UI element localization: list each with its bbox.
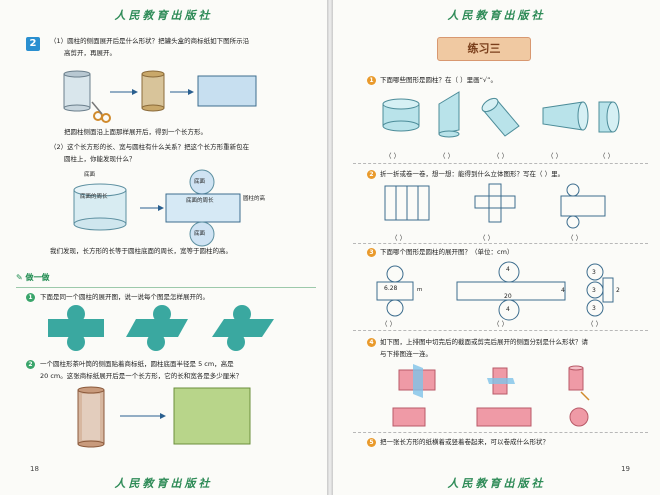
do-it-banner: ✎ 做一做 [16, 271, 66, 285]
right-page: 人民教育出版社 练习三 1 下面哪些图形是圆柱？在（ ）里画“√”。 [333, 0, 660, 495]
q2-part2-line1: （2）这个长方形的长、宽与圆柱有什么关系？把这个长方形重新包在 [50, 143, 250, 151]
separator-1 [353, 163, 648, 164]
do-it-divider [16, 287, 316, 288]
ex-4-matching [392, 364, 590, 427]
question-2-badge: 2 [26, 37, 40, 51]
ex-3-c-mid: 3 [592, 287, 596, 294]
net-parallelogram-cut [212, 305, 274, 351]
ex-3-a-value: 6.28 [384, 285, 398, 292]
label-net-top-circle: 底面 [194, 179, 206, 185]
option-a-net [376, 265, 414, 317]
disc-cylinder [598, 101, 620, 133]
ex-3-answer-3[interactable]: （ ） [587, 320, 603, 328]
separator-4 [353, 432, 648, 433]
q2-part1-line1: （1）圆柱的侧面展开后是什么形状？把罐头盒的商标纸如下图所示沿 [50, 37, 250, 45]
ex-3-nets [376, 261, 614, 321]
do-1-number: 1 [26, 293, 35, 302]
ex-2-number: 2 [367, 170, 376, 179]
ex-2-answer-2[interactable]: （ ） [479, 234, 495, 242]
ex-1-answer-4[interactable]: （ ） [547, 152, 563, 160]
separator-3 [353, 330, 648, 331]
frustum-shape [542, 101, 589, 131]
publisher-footer-left: 人民教育出版社 [114, 477, 213, 490]
ex-3-number: 3 [367, 248, 376, 257]
ex-3-a-side: m [417, 287, 423, 293]
cylinder-cut-vertical [398, 364, 436, 398]
ex-3-answer-2[interactable]: （ ） [493, 320, 509, 328]
q2-part1-result: 把圆柱侧面沿上面那样展开后，得到一个长方形。 [64, 128, 207, 136]
q2-part1-line2: 高剪开，再展开。 [64, 49, 116, 57]
ex-3-b-side: 4 [561, 287, 565, 294]
label-net-height: 圆柱的高 [243, 196, 266, 202]
cylinder-with-scissors [568, 365, 590, 401]
ex-1-answer-1[interactable]: （ ） [385, 152, 401, 160]
can-unrolling-diagram [63, 70, 257, 123]
ex-3-c-top: 3 [592, 269, 596, 276]
do-2-number: 2 [26, 360, 35, 369]
slanted-cut-cylinder [438, 91, 460, 138]
separator-2 [353, 243, 648, 244]
ex-1-answer-5[interactable]: （ ） [599, 152, 615, 160]
cylinder-cut-horizontal [487, 367, 515, 395]
publisher-header: 人民教育出版社 [114, 9, 213, 22]
ex-3-c-bottom: 3 [592, 305, 596, 312]
net-vertical-cut [48, 305, 104, 351]
net-cylinder [560, 183, 606, 229]
label-net-rect-length: 底面的周长 [186, 198, 214, 204]
scissors-icon [91, 101, 111, 123]
cylinder-net-diagram [73, 169, 241, 247]
tea-can-diagram [77, 386, 251, 448]
ex-2-answer-3[interactable]: （ ） [567, 234, 583, 242]
ex-1-number: 1 [367, 76, 376, 85]
q2-part2-line2: 圆柱上，你能发现什么？ [64, 155, 136, 163]
ex-3-b-top: 4 [506, 266, 510, 273]
do-2-line2: 20 cm。这张商标纸展开后是一个长方形，它的长和宽各是多少厘米？ [40, 372, 243, 380]
net-slanted-cut [126, 305, 188, 351]
label-net-bottom-circle: 底面 [194, 231, 206, 237]
publisher-header-right: 人民教育出版社 [447, 9, 546, 22]
label-base-perimeter: 底面的周长 [80, 194, 108, 200]
ex-3-b-length: 20 [504, 293, 512, 300]
label-top-face: 底面 [84, 172, 96, 178]
do-it-title: 做一做 [25, 273, 50, 282]
ex-3-answer-1[interactable]: （ ） [381, 320, 397, 328]
do-1-text: 下面是同一个圆柱的展开图，说一说每个图是怎样展开的。 [40, 293, 209, 301]
conclusion-text: 我们发现，长方形的长等于圆柱底面的周长，宽等于圆柱的高。 [50, 247, 232, 255]
ex-2-nets [384, 183, 606, 229]
left-page-number: 18 [30, 465, 39, 473]
ex-1-shapes [382, 91, 620, 138]
answer-rectangle-long [476, 407, 532, 427]
book-gutter [327, 0, 333, 495]
ex-2-text: 折一折或卷一卷，想一想：能得到什么立体图形？写在（ ）里。 [380, 170, 565, 178]
right-page-number: 19 [621, 465, 630, 473]
ex-5-number: 5 [367, 438, 376, 447]
ex-4-line1: 如下图，上排图中切完后的截面或剪完后展开的侧面分别是什么形状？请 [380, 338, 588, 346]
do-2-line1: 一个圆柱形茶叶筒的侧面贴着商标纸，圆柱底面半径是 5 cm，高是 [40, 360, 234, 368]
ex-1-text: 下面哪些图形是圆柱？在（ ）里画“√”。 [380, 76, 497, 84]
ex-5-text: 把一张长方形的纸横着或竖着卷起来，可以卷成什么形状？ [380, 438, 549, 446]
publisher-footer-right: 人民教育出版社 [447, 477, 546, 490]
ex-3-text: 下面哪个图形是圆柱的展开图？（单位：cm） [380, 248, 514, 256]
option-b-net [456, 261, 566, 321]
ex-4-line2: 与下排图连一连。 [380, 350, 432, 358]
exercise-title: 练习三 [437, 37, 531, 61]
ex-1-answer-2[interactable]: （ ） [439, 152, 455, 160]
ex-3-c-side: 2 [616, 287, 620, 294]
tilted-cylinder [481, 97, 520, 137]
cylinder-nets-row [48, 305, 274, 351]
pencil-icon: ✎ [16, 273, 26, 282]
answer-circle [569, 407, 589, 427]
ex-1-answer-3[interactable]: （ ） [493, 152, 509, 160]
upright-cylinder [382, 98, 420, 132]
ex-2-answer-1[interactable]: （ ） [391, 234, 407, 242]
left-page: 人民教育出版社 2 （1）圆柱的侧面展开后是什么形状？把罐头盒的商标纸如下图所示… [0, 0, 327, 495]
option-c-net [586, 263, 614, 317]
answer-rectangle-small [392, 407, 426, 427]
ex-4-number: 4 [367, 338, 376, 347]
net-cross [474, 183, 516, 223]
net-rect-strip [384, 185, 430, 221]
ex-3-b-bottom: 4 [506, 306, 510, 313]
